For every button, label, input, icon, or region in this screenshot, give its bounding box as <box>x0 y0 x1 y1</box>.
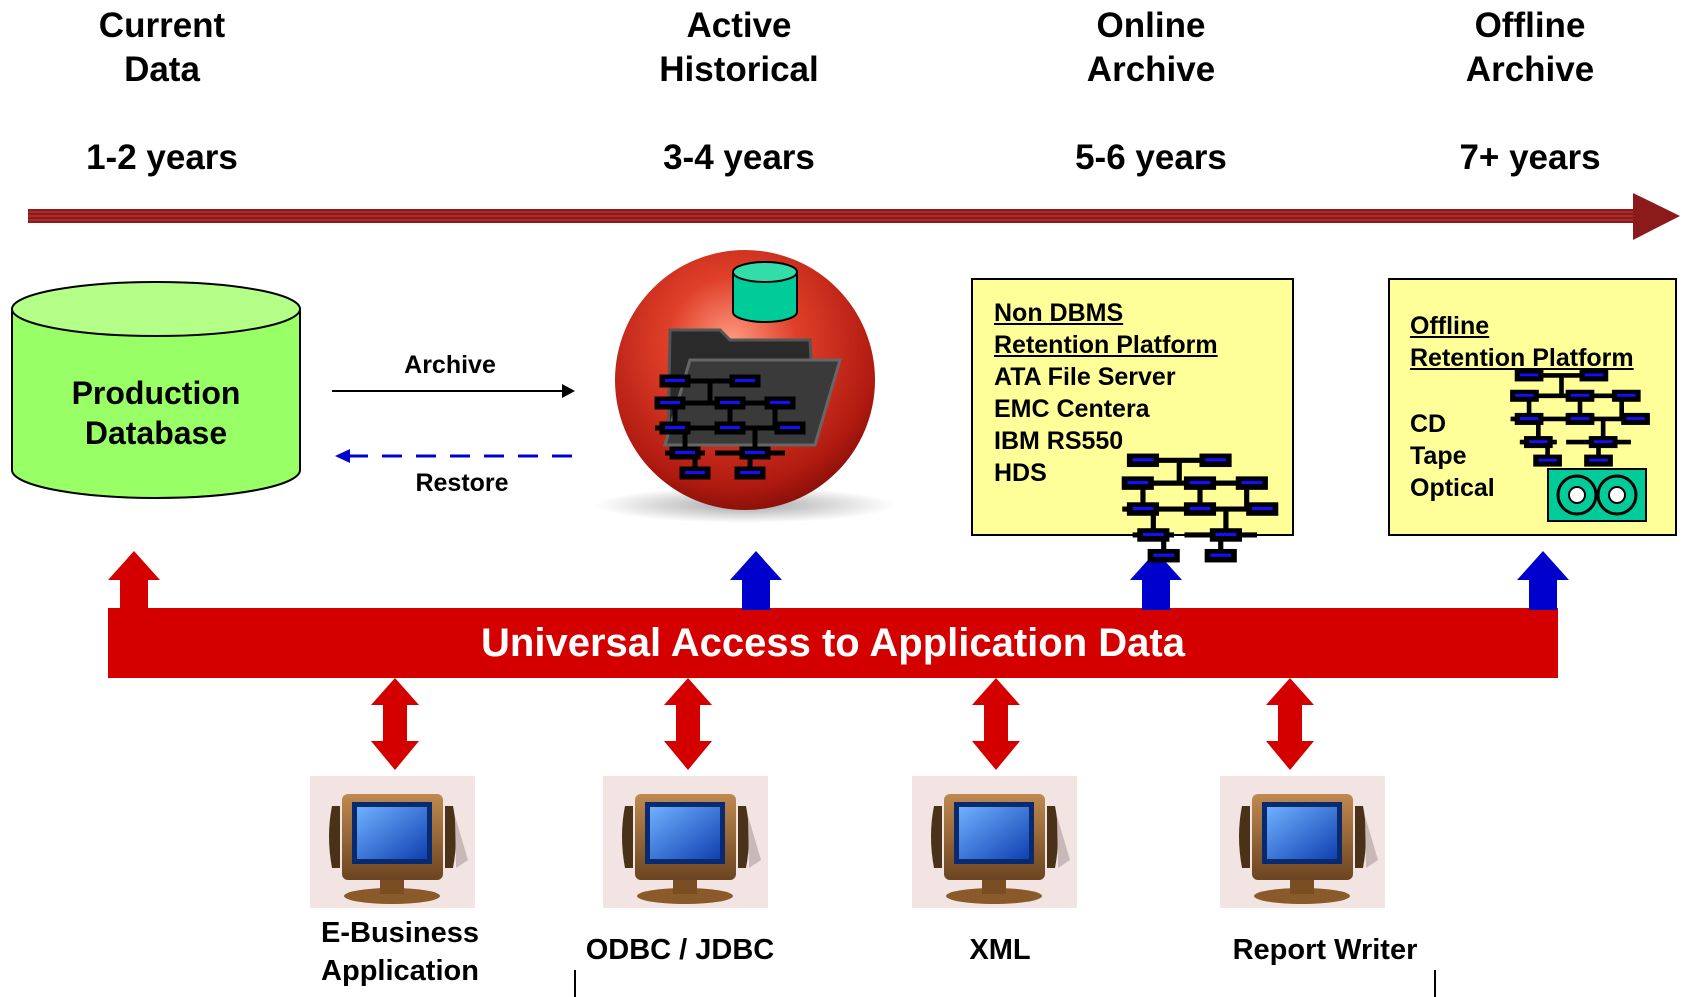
online-retention-platform-box: Non DBMS Retention Platform ATA File Ser… <box>971 278 1294 536</box>
phase-title-offline-archive: Offline Archive <box>1465 6 1595 89</box>
universal-access-label: Universal Access to Application Data <box>481 621 1185 665</box>
phase-title-active-historical: Active Historical <box>659 6 819 89</box>
client-label-ebusiness: E-Business Application <box>321 917 479 987</box>
double-arrow-odbc <box>664 678 712 770</box>
phase-duration-online-archive: 5-6 years <box>1075 138 1227 177</box>
double-arrow-xml <box>972 678 1020 770</box>
phase-duration-current: 1-2 years <box>86 138 238 177</box>
up-arrow-offline-archive <box>1517 551 1569 610</box>
offline-box-item: CD <box>1410 410 1447 438</box>
production-database-cylinder <box>11 281 301 499</box>
tape-reel-icon <box>1547 468 1647 522</box>
phase-duration-active-historical: 3-4 years <box>663 138 815 177</box>
phase-title-online-archive: Online Archive <box>1086 6 1216 89</box>
offline-box-item: Tape <box>1410 442 1467 470</box>
computer-icon-odbc <box>603 776 768 908</box>
computer-icon-ebusiness <box>310 776 475 908</box>
timeline-arrow <box>28 193 1680 240</box>
client-label-report-writer: Report Writer <box>1232 934 1418 966</box>
up-arrow-online-archive <box>1130 551 1182 610</box>
small-database-cylinder <box>732 261 798 323</box>
online-box-heading-line2: Retention Platform <box>994 331 1218 359</box>
archive-arrow <box>332 384 575 398</box>
double-arrow-report-writer <box>1266 678 1314 770</box>
offline-box-item: Optical <box>1410 474 1495 502</box>
online-box-item: IBM RS550 <box>994 427 1124 455</box>
online-box-item: EMC Centera <box>994 395 1150 423</box>
up-arrow-active-historical <box>730 551 782 610</box>
production-database-label: Production Database <box>71 375 241 451</box>
network-icon-online <box>1100 452 1300 564</box>
offline-box-heading-line2: Retention Platform <box>1410 344 1634 372</box>
online-box-heading-line1: Non DBMS <box>994 299 1124 327</box>
universal-access-bar <box>108 608 1558 678</box>
online-box-item: HDS <box>994 459 1047 487</box>
up-arrow-production <box>108 551 160 610</box>
network-icon-offline <box>1485 368 1675 468</box>
client-label-odbc: ODBC / JDBC <box>585 934 775 966</box>
computer-icon-report-writer <box>1220 776 1385 908</box>
restore-arrow <box>335 449 575 463</box>
offline-box-heading-line1: Offline <box>1410 312 1490 340</box>
online-box-item: ATA File Server <box>994 363 1176 391</box>
phase-title-current: Current Data <box>98 6 226 89</box>
client-label-xml: XML <box>969 934 1031 966</box>
archive-label: Archive <box>404 351 496 379</box>
computer-icon-xml <box>912 776 1077 908</box>
restore-label: Restore <box>415 469 509 497</box>
phase-duration-offline-archive: 7+ years <box>1459 138 1601 177</box>
double-arrow-ebusiness <box>371 678 419 770</box>
